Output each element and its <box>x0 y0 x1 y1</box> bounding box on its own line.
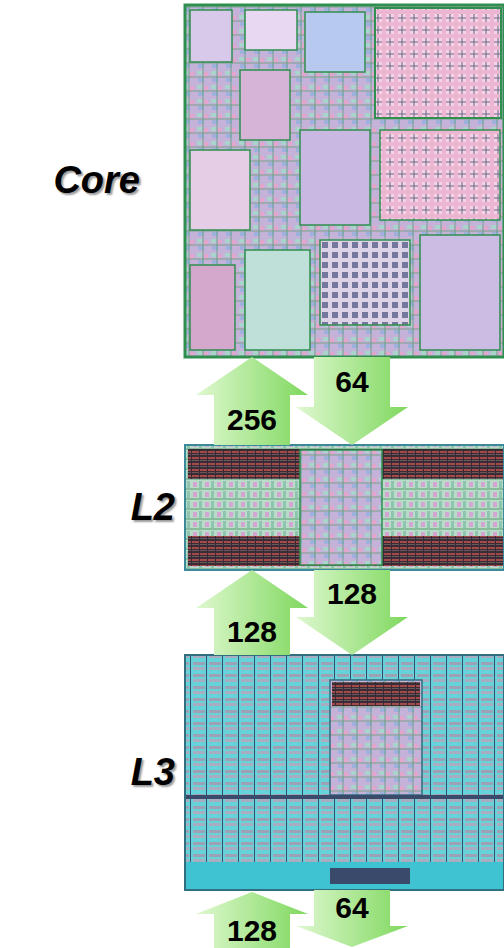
level-label: L2 <box>131 487 175 529</box>
level-label: L3 <box>131 752 175 794</box>
bandwidth-number: 64 <box>314 893 390 923</box>
cache-die: L2 <box>185 445 504 570</box>
block-arrow <box>296 570 408 655</box>
block-arrow <box>196 357 308 445</box>
level-label: Core <box>53 160 140 202</box>
block-arrow <box>296 890 408 947</box>
block-arrow <box>296 357 408 445</box>
block-arrow <box>196 892 308 948</box>
bandwidth-number: 64 <box>335 367 368 397</box>
block-arrow <box>196 570 308 655</box>
cache-die: L3 <box>185 655 504 890</box>
bandwidth-number: 256 <box>227 405 277 435</box>
bandwidth-number: 128 <box>214 916 290 946</box>
cache-die: Core <box>185 5 504 357</box>
bandwidth-number: 128 <box>327 579 377 609</box>
bandwidth-number: 128 <box>227 617 277 647</box>
